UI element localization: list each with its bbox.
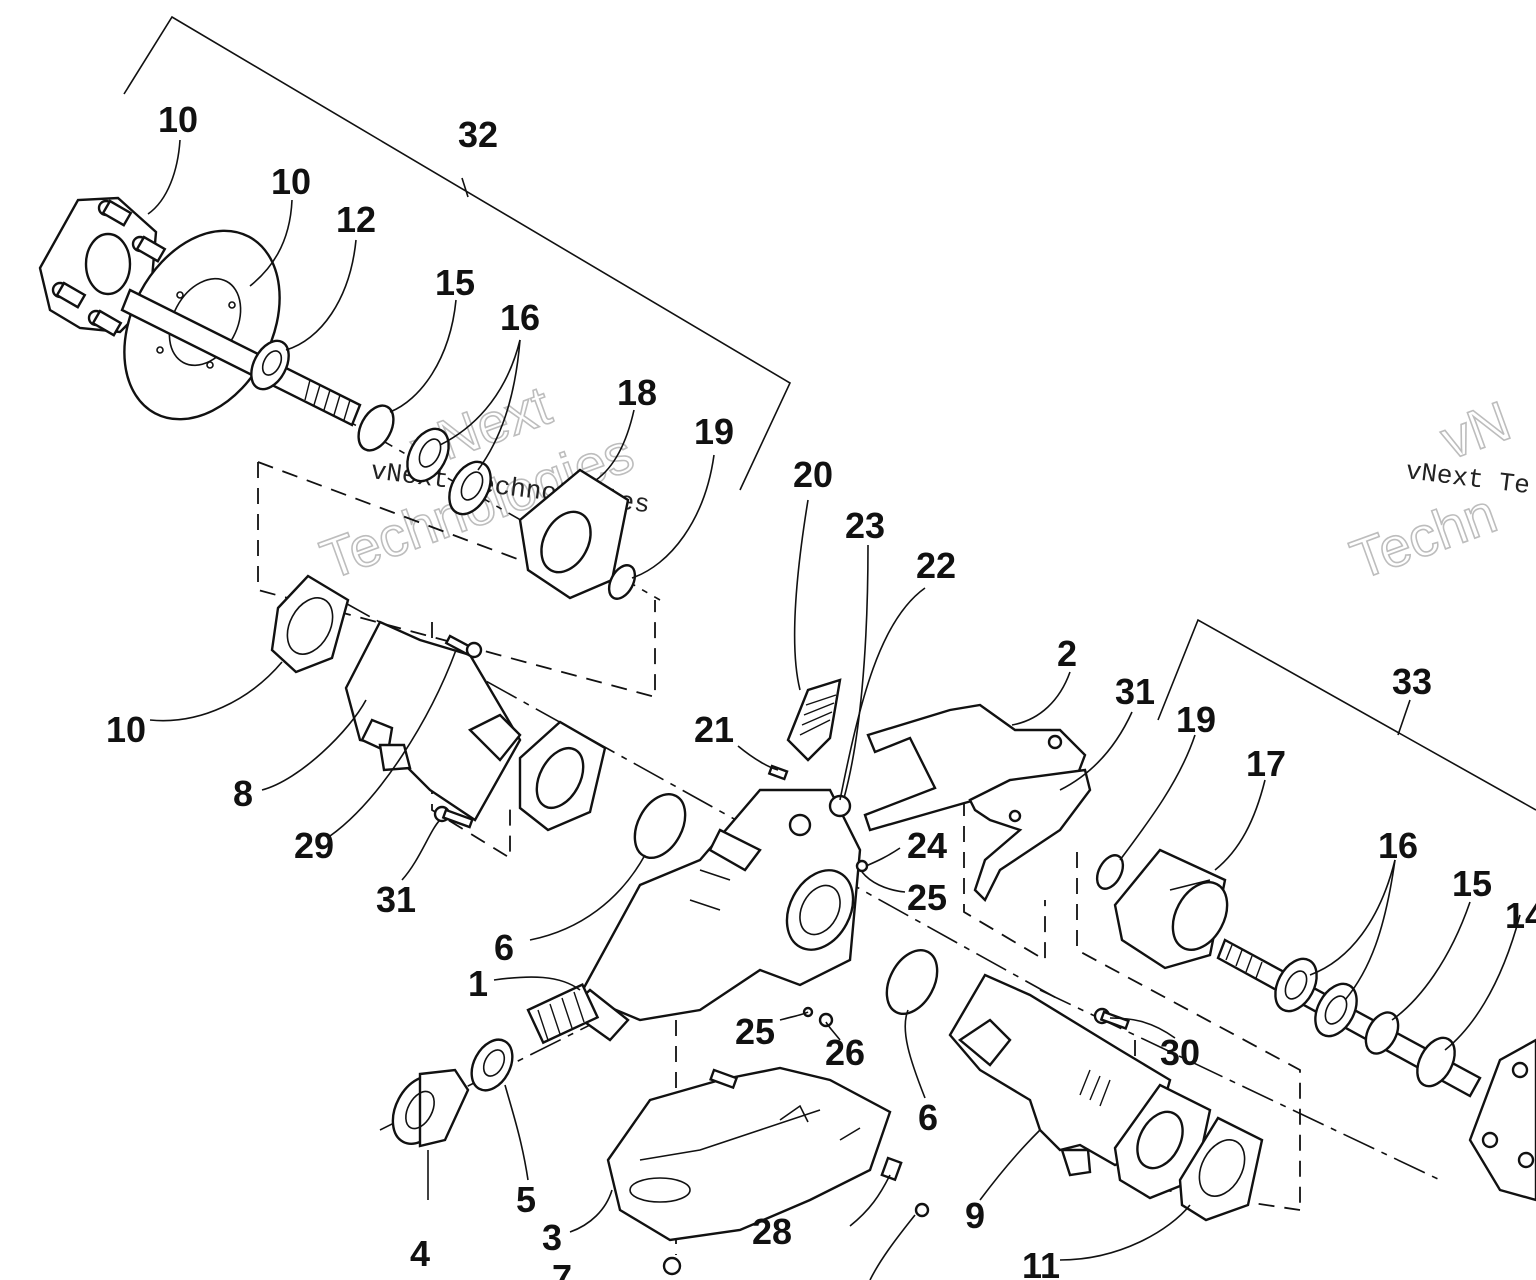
part-19-retaining-ring-right — [1095, 854, 1125, 890]
callout-25-right: 25 — [907, 877, 947, 918]
part-10-gasket-right — [1113, 1083, 1264, 1222]
callout-4: 4 — [410, 1233, 430, 1274]
callout-3: 3 — [542, 1217, 562, 1258]
part-17-bearing-housing — [1113, 848, 1229, 970]
callout-25: 25 — [735, 1011, 775, 1052]
center-axis — [119, 289, 1441, 1181]
callout-6-left: 6 — [494, 927, 514, 968]
callout-16-right: 16 — [1378, 825, 1418, 866]
leader-lines — [147, 139, 1521, 1280]
callout-33: 33 — [1392, 661, 1432, 702]
group-brackets — [123, 15, 1536, 811]
callout-22: 22 — [916, 545, 956, 586]
part-28-clip — [880, 1156, 930, 1218]
part-29-bolt-right — [1093, 1007, 1130, 1030]
callout-2: 2 — [1057, 633, 1077, 674]
part-1-gearcase — [526, 788, 862, 1045]
callout-7: 7 — [552, 1257, 572, 1280]
callout-labels: 10 10 12 15 16 18 19 32 20 23 22 2 31 19… — [106, 99, 1536, 1280]
callout-20: 20 — [793, 454, 833, 495]
callout-1: 1 — [468, 963, 488, 1004]
callout-10-left: 10 — [106, 709, 146, 750]
part-6-oring-right — [885, 949, 939, 1015]
part-15-snap-ring — [357, 404, 395, 452]
callout-14-right: 14 — [1505, 895, 1536, 936]
part-19-retaining-ring-left — [607, 564, 637, 600]
callout-29-left: 29 — [294, 825, 334, 866]
callout-30: 31 — [376, 879, 416, 920]
callout-15: 15 — [435, 262, 475, 303]
part-16-bearings — [406, 427, 492, 516]
callout-8: 8 — [233, 773, 253, 814]
watermark-right-technologies: Techn — [1343, 481, 1505, 591]
part-7-screw — [662, 1256, 682, 1276]
part-31-bracket — [968, 768, 1092, 903]
callout-11: 10 — [271, 161, 311, 202]
callout-18: 18 — [617, 372, 657, 413]
part-26-drain-plug — [818, 1012, 834, 1028]
callout-23: 23 — [845, 505, 885, 546]
callout-10-right: 11 — [1022, 1245, 1060, 1280]
part-12-hub-right — [1468, 1038, 1536, 1202]
callout-19-right: 19 — [1176, 699, 1216, 740]
part-24-plug — [855, 859, 869, 873]
callout-15-right: 15 — [1452, 863, 1492, 904]
callout-16: 16 — [500, 297, 540, 338]
part-bolt-skid — [709, 1068, 739, 1090]
watermark-right-big: vN — [1433, 389, 1519, 472]
part-9-axle-tube-right — [948, 973, 1172, 1177]
callout-31: 31 — [1115, 671, 1155, 712]
callout-12: 10 — [158, 99, 198, 140]
callout-21: 21 — [694, 709, 734, 750]
part-3-skid-plate — [606, 1066, 892, 1242]
part-30-bolt — [433, 805, 474, 829]
callout-6-right: 6 — [918, 1097, 938, 1138]
part-4-coupler — [391, 1068, 470, 1148]
part-15-snap-ring-right — [1364, 1011, 1400, 1055]
part-5-seal — [470, 1038, 514, 1092]
callout-26: 26 — [825, 1032, 865, 1073]
callout-14: 12 — [336, 199, 376, 240]
part-29-bolt-left — [444, 634, 483, 659]
part-18-bearing-housing — [518, 468, 630, 600]
part-20-boot — [786, 678, 842, 762]
part-8-axle-tube-left — [344, 620, 607, 832]
callout-32: 32 — [458, 114, 498, 155]
part-10-gasket-left — [270, 574, 350, 674]
callout-29-right: 30 — [1160, 1032, 1200, 1073]
callout-5: 5 — [516, 1179, 536, 1220]
callout-28: 28 — [752, 1211, 792, 1252]
callout-17: 17 — [1246, 743, 1286, 784]
callout-9: 9 — [965, 1195, 985, 1236]
part-6-oring-left — [633, 793, 687, 859]
callout-24: 24 — [907, 825, 947, 866]
callout-19: 19 — [694, 411, 734, 452]
part-14-seal — [250, 339, 290, 391]
part-16-bearings-right — [1274, 957, 1358, 1038]
